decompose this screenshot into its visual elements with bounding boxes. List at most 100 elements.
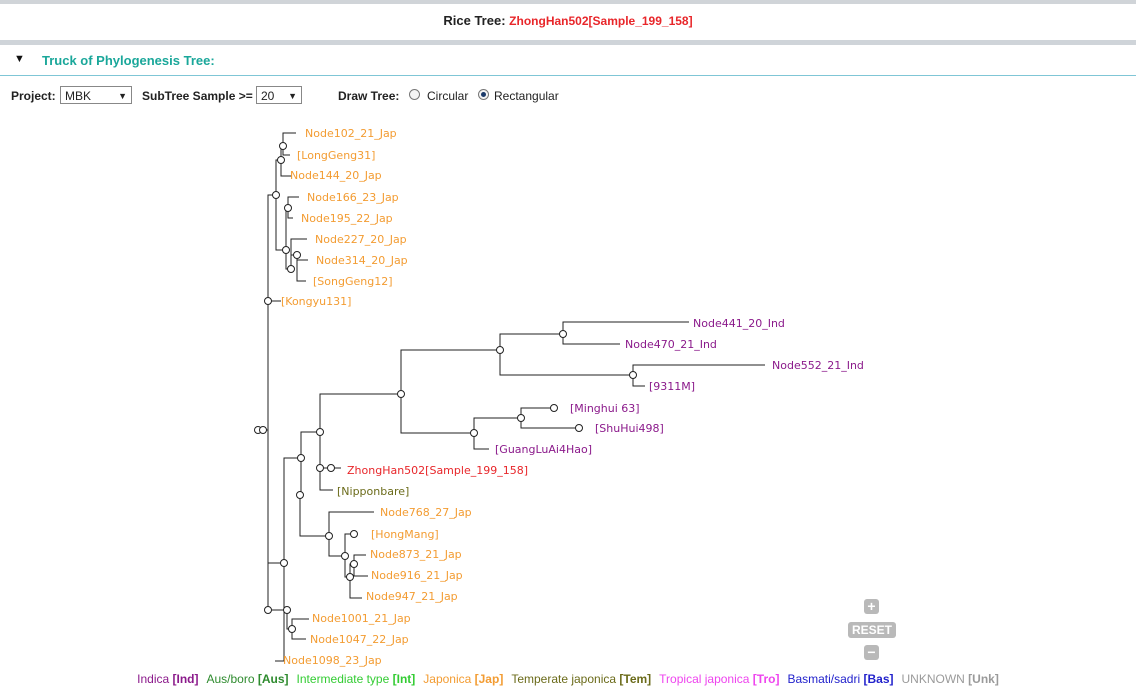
- tree-leaf-label[interactable]: Node947_21_Jap: [366, 590, 458, 603]
- legend-item-tro: Tropical japonica [Tro]: [659, 672, 779, 686]
- tree-node[interactable]: [350, 560, 358, 568]
- legend-name: Temperate japonica: [511, 672, 620, 686]
- tree-leaf-label[interactable]: Node166_23_Jap: [307, 191, 399, 204]
- title-prefix: Rice Tree:: [443, 13, 506, 28]
- tree-leaf-label[interactable]: [LongGeng31]: [297, 149, 375, 162]
- tree-node[interactable]: [559, 330, 567, 338]
- legend-code: [Tem]: [619, 672, 652, 686]
- tree-leaf-label[interactable]: ZhongHan502[Sample_199_158]: [347, 464, 528, 477]
- legend-item-unk: UNKNOWN [Unk]: [902, 672, 999, 686]
- draw-tree-label: Draw Tree:: [338, 89, 400, 103]
- legend-name: Indica: [137, 672, 173, 686]
- legend-code: [Jap]: [474, 672, 504, 686]
- circular-radio[interactable]: [409, 89, 420, 100]
- tree-leaf-label[interactable]: [Nipponbare]: [337, 485, 409, 498]
- legend-code: [Int]: [392, 672, 416, 686]
- chevron-down-icon: ▼: [288, 91, 297, 101]
- tree-node[interactable]: [346, 573, 354, 581]
- tree-node[interactable]: [296, 491, 304, 499]
- tree-node[interactable]: [264, 606, 272, 614]
- tree-node[interactable]: [264, 297, 272, 305]
- tree-leaf-label[interactable]: Node1047_22_Jap: [310, 633, 409, 646]
- subtree-label: SubTree Sample >=: [142, 89, 253, 103]
- tree-node[interactable]: [283, 606, 291, 614]
- tree-leaf-label[interactable]: [Minghui 63]: [570, 402, 640, 415]
- rectangular-radio[interactable]: [478, 89, 489, 100]
- legend-item-tem: Temperate japonica [Tem]: [511, 672, 651, 686]
- tree-leaf-label[interactable]: [SongGeng12]: [313, 275, 393, 288]
- tree-leaf-label[interactable]: Node916_21_Jap: [371, 569, 463, 582]
- zoom-in-button[interactable]: +: [864, 599, 879, 614]
- top-border: [0, 0, 1136, 4]
- tree-node[interactable]: [470, 429, 478, 437]
- legend-item-ind: Indica [Ind]: [137, 672, 198, 686]
- tree-node[interactable]: [279, 142, 287, 150]
- zoom-controls: + RESET −: [848, 599, 896, 661]
- tree-leaf-label[interactable]: Node102_21_Jap: [305, 127, 397, 140]
- tree-leaf-label[interactable]: Node768_27_Jap: [380, 506, 472, 519]
- tree-node[interactable]: [397, 390, 405, 398]
- chevron-down-icon: ▼: [118, 91, 127, 101]
- tree-leaf-label[interactable]: Node873_21_Jap: [370, 548, 462, 561]
- tree-node[interactable]: [288, 625, 296, 633]
- header-separator: [0, 40, 1136, 45]
- tree-leaf-label[interactable]: [9311M]: [649, 380, 695, 393]
- tree-leaf-label[interactable]: Node441_20_Ind: [693, 317, 785, 330]
- tree-node[interactable]: [629, 371, 637, 379]
- tree-leaf-label[interactable]: [HongMang]: [371, 528, 439, 541]
- tree-node[interactable]: [259, 426, 267, 434]
- legend-item-int: Intermediate type [Int]: [297, 672, 416, 686]
- legend-item-bas: Basmati/sadri [Bas]: [787, 672, 893, 686]
- tree-node[interactable]: [282, 246, 290, 254]
- zoom-out-button[interactable]: −: [864, 645, 879, 660]
- tree-leaf-label[interactable]: Node552_21_Ind: [772, 359, 864, 372]
- subtree-select[interactable]: 20 ▼: [256, 86, 302, 104]
- tree-node[interactable]: [496, 346, 504, 354]
- collapse-toggle-icon[interactable]: ▼: [14, 53, 25, 65]
- section-header: ▼ Truck of Phylogenesis Tree:: [0, 45, 1136, 76]
- tree-node[interactable]: [280, 559, 288, 567]
- tree-node[interactable]: [316, 428, 324, 436]
- legend: Indica [Ind] Aus/boro [Aus] Intermediate t…: [0, 672, 1136, 686]
- legend-code: [Unk]: [968, 672, 999, 686]
- tree-node[interactable]: [297, 454, 305, 462]
- project-select[interactable]: MBK ▼: [60, 86, 132, 104]
- tree-node[interactable]: [293, 251, 301, 259]
- tree-node[interactable]: [517, 414, 525, 422]
- tree-leaf-label[interactable]: Node470_21_Ind: [625, 338, 717, 351]
- tree-node[interactable]: [287, 265, 295, 273]
- tree-leaf-label[interactable]: [Kongyu131]: [281, 295, 351, 308]
- tree-node[interactable]: [277, 156, 285, 164]
- circular-label: Circular: [427, 89, 469, 103]
- project-label: Project:: [11, 89, 56, 103]
- tree-leaf-label[interactable]: Node227_20_Jap: [315, 233, 407, 246]
- tree-node[interactable]: [575, 424, 583, 432]
- legend-name: Japonica: [423, 672, 475, 686]
- tree-leaf-label[interactable]: [GuangLuAi4Hao]: [495, 443, 592, 456]
- tree-node[interactable]: [325, 532, 333, 540]
- reset-button[interactable]: RESET: [848, 622, 896, 638]
- legend-name: Tropical japonica: [659, 672, 753, 686]
- tree-node[interactable]: [272, 191, 280, 199]
- tree-node[interactable]: [284, 204, 292, 212]
- tree-node[interactable]: [327, 464, 335, 472]
- tree-leaf-label[interactable]: Node1098_23_Jap: [283, 654, 382, 667]
- tree-leaf-label[interactable]: Node314_20_Jap: [316, 254, 408, 267]
- tree-node[interactable]: [350, 530, 358, 538]
- legend-item-jap: Japonica [Jap]: [423, 672, 503, 686]
- legend-code: [Ind]: [172, 672, 199, 686]
- tree-leaf-label[interactable]: Node195_22_Jap: [301, 212, 393, 225]
- tree-node[interactable]: [550, 404, 558, 412]
- tree-leaf-label[interactable]: Node144_20_Jap: [290, 169, 382, 182]
- legend-name: Aus/boro: [206, 672, 258, 686]
- tree-leaf-label[interactable]: [ShuHui498]: [595, 422, 664, 435]
- title-sample: ZhongHan502[Sample_199_158]: [509, 14, 693, 28]
- subtree-select-value: 20: [261, 89, 275, 103]
- tree-leaf-label[interactable]: Node1001_21_Jap: [312, 612, 411, 625]
- legend-code: [Aus]: [257, 672, 289, 686]
- legend-name: Basmati/sadri: [787, 672, 864, 686]
- tree-node[interactable]: [316, 464, 324, 472]
- legend-item-aus: Aus/boro [Aus]: [207, 672, 289, 686]
- tree-node[interactable]: [341, 552, 349, 560]
